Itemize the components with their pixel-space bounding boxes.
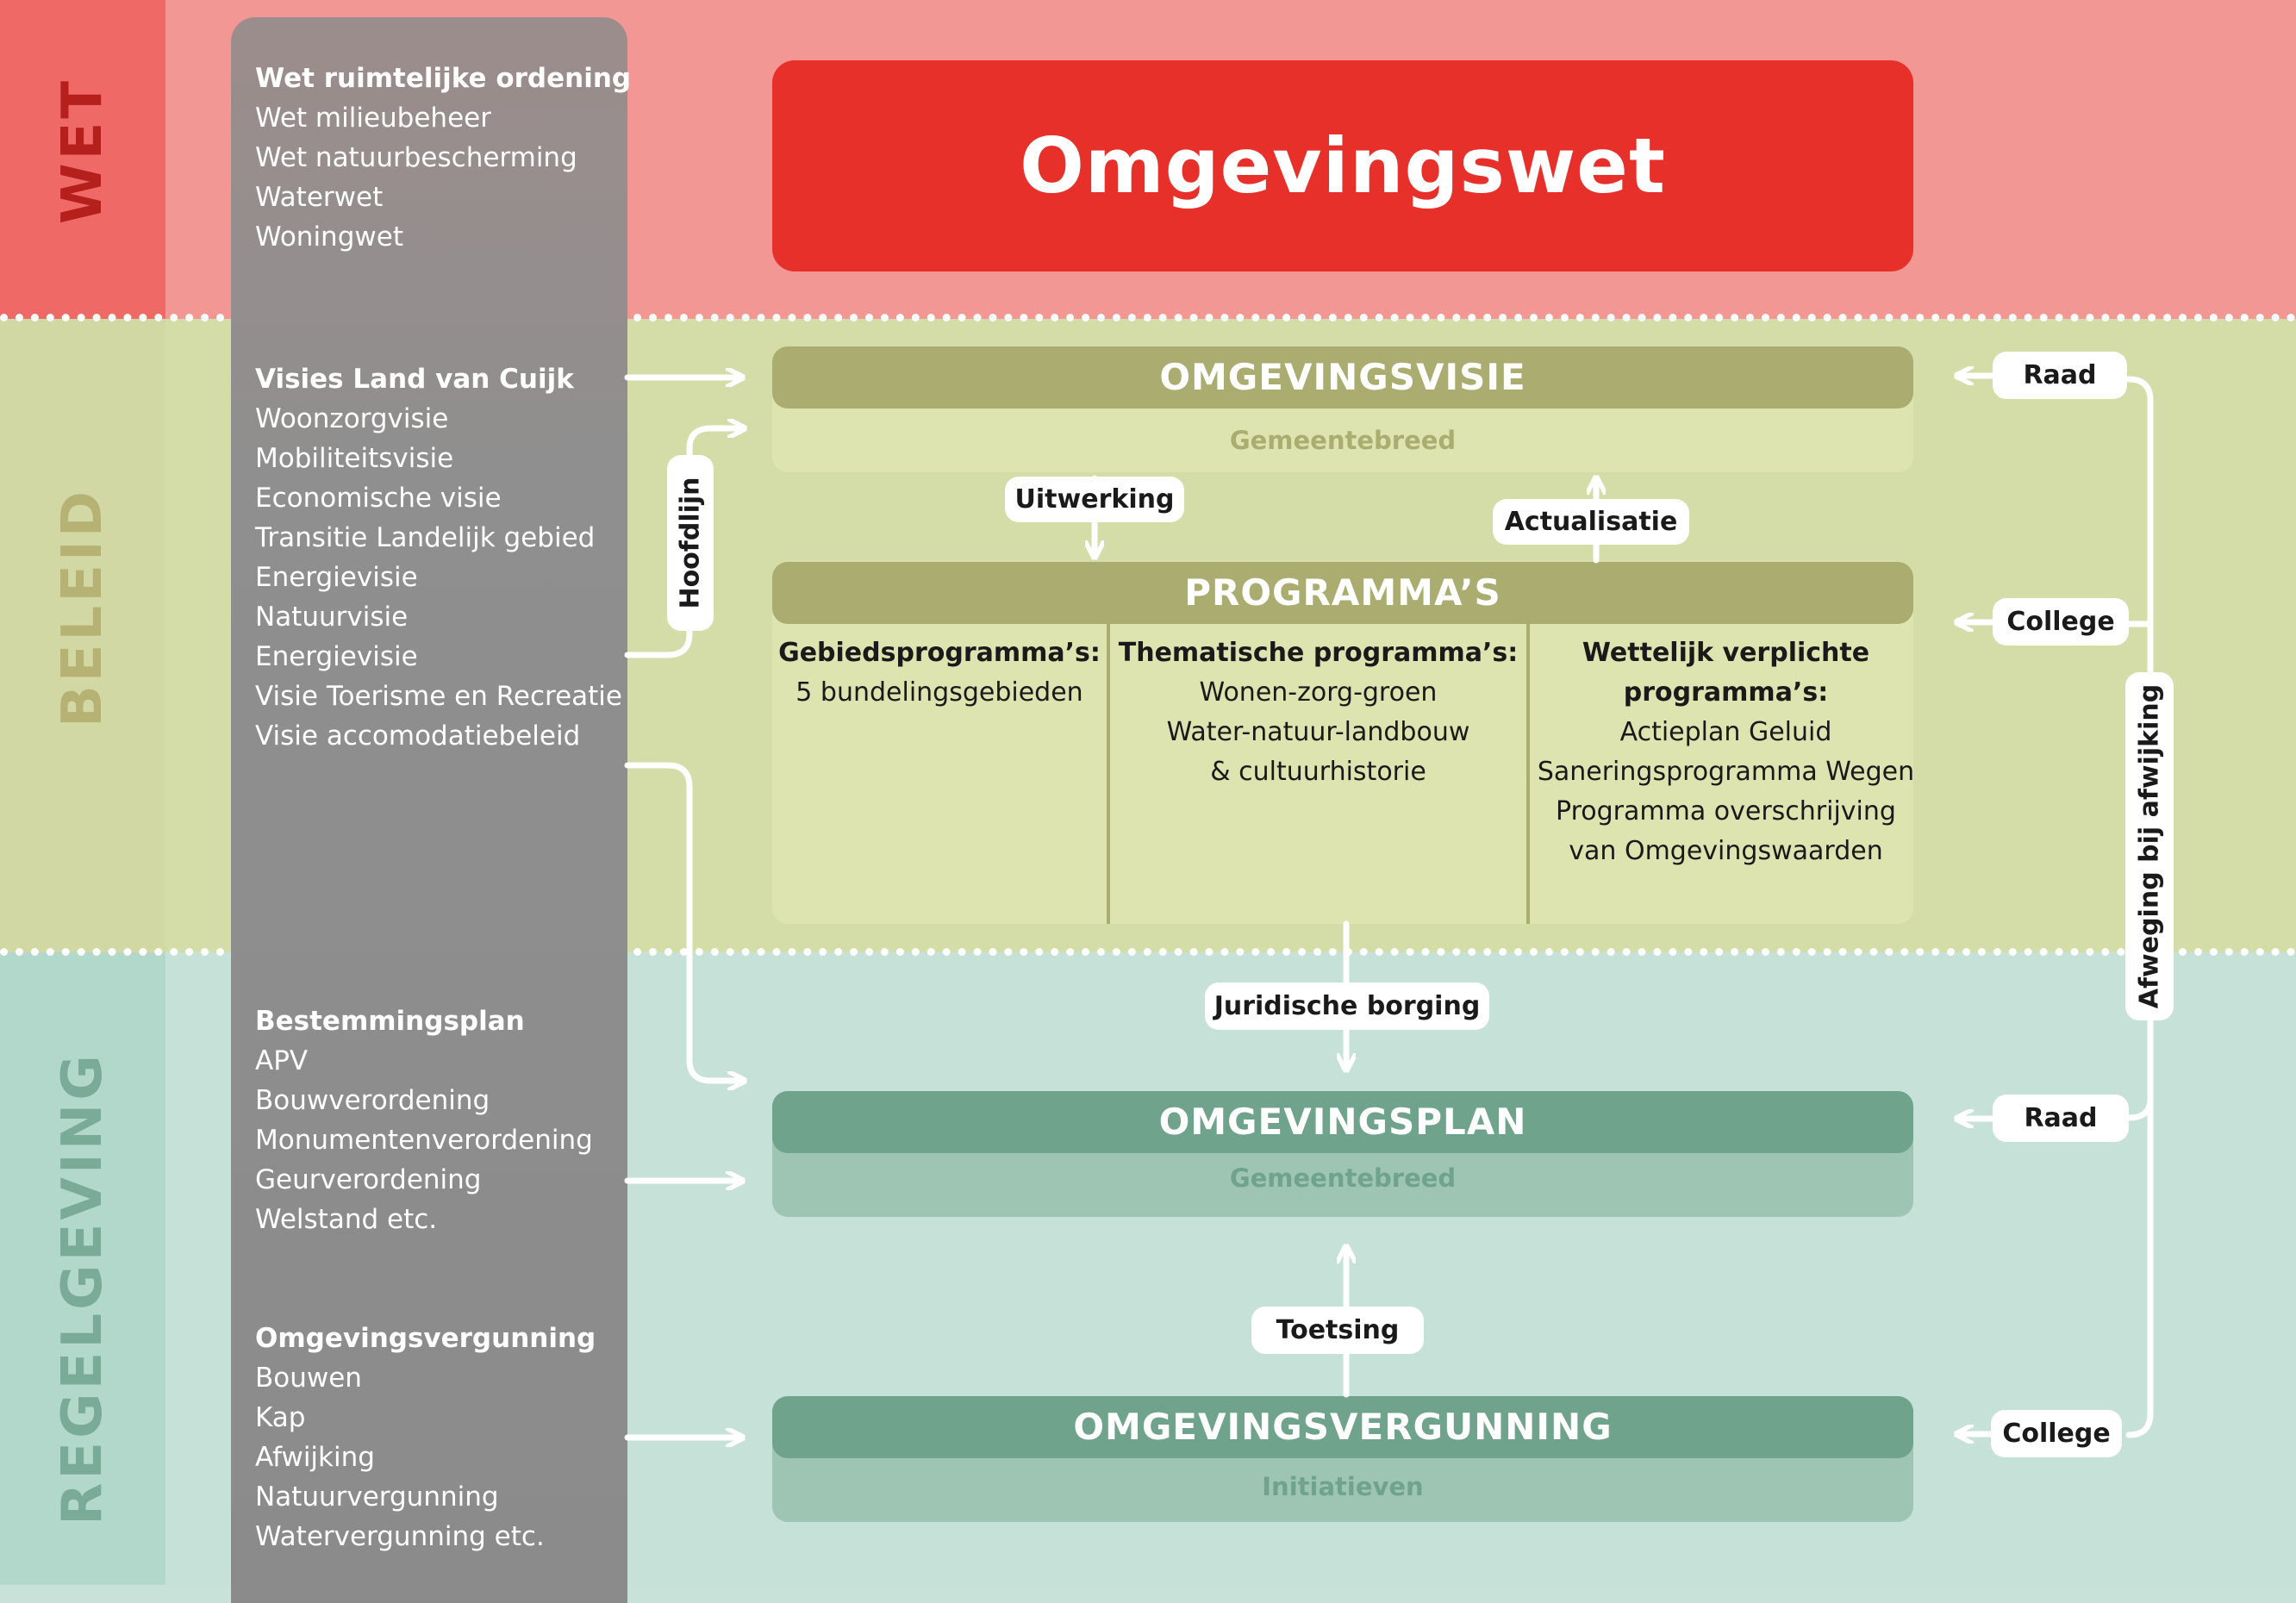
list-item: Geurverordening bbox=[255, 1164, 482, 1195]
list-item: Visie Toerisme en Recreatie bbox=[255, 681, 622, 712]
omgevingsvisie-header: OMGEVINGSVISIE bbox=[772, 346, 1913, 409]
beleid-list: Visies Land van Cuijk Woonzorgvisie Mobi… bbox=[255, 359, 622, 756]
gebiedsprogrammas-heading: Gebiedsprogramma’s: bbox=[778, 638, 1101, 668]
raad-label: Raad bbox=[1993, 1095, 2129, 1142]
regelgeving-label-column bbox=[0, 952, 165, 1585]
list-item: Visie accomodatiebeleid bbox=[255, 720, 581, 752]
raad-label: Raad bbox=[1993, 352, 2127, 399]
list-item: Afwijking bbox=[255, 1442, 375, 1473]
divider-wet-beleid bbox=[0, 314, 2296, 321]
hoofdlijn-label: Hoofdlijn bbox=[675, 477, 706, 609]
list-item: Natuurvergunning bbox=[255, 1481, 499, 1513]
wettelijke-programmas-heading: programma’s: bbox=[1623, 677, 1829, 708]
afweging-label-pill: Afweging bij afwijking bbox=[2125, 672, 2174, 1020]
omgevingsplan-header: OMGEVINGSPLAN bbox=[772, 1091, 1913, 1153]
programmas-title: PROGRAMMA’S bbox=[1184, 571, 1501, 614]
bestemmingsplan-list: Bestemmingsplan APV Bouwverordening Monu… bbox=[255, 1001, 593, 1239]
wettelijke-programmas-heading: Wettelijk verplichte bbox=[1582, 638, 1870, 668]
list-item: Transitie Landelijk gebied bbox=[255, 522, 596, 553]
list-item: van Omgevingswaarden bbox=[1569, 836, 1883, 866]
omgevingsplan-subtitle: Gemeentebreed bbox=[1229, 1163, 1457, 1193]
list-item: 5 bundelingsgebieden bbox=[795, 677, 1083, 708]
list-item: Wet milieubeheer bbox=[255, 103, 491, 134]
arrow-visies-to-plan bbox=[624, 762, 743, 1081]
afweging-raad-tick bbox=[2125, 1074, 2154, 1121]
omgevingsvergunning-subtitle: Initiatieven bbox=[1262, 1472, 1424, 1501]
actualisatie-label: Actualisatie bbox=[1493, 499, 1689, 545]
omgevingsvergunning-header: OMGEVINGSVERGUNNING bbox=[772, 1396, 1913, 1458]
beleid-list-heading: Visies Land van Cuijk bbox=[255, 364, 574, 395]
list-item: Wet natuurbescherming bbox=[255, 142, 577, 173]
thematische-programmas-heading: Thematische programma’s: bbox=[1118, 638, 1519, 668]
list-item: Actieplan Geluid bbox=[1619, 717, 1832, 747]
list-item: & cultuurhistorie bbox=[1210, 757, 1426, 787]
list-item: Woningwet bbox=[255, 221, 403, 253]
list-item: Bouwverordening bbox=[255, 1085, 490, 1116]
programmas-divider bbox=[1107, 624, 1110, 924]
list-item: Programma overschrijving bbox=[1556, 796, 1896, 826]
omgevingswet-box: Omgevingswet bbox=[772, 60, 1913, 271]
list-item: Kap bbox=[255, 1402, 306, 1433]
thematische-programmas: Thematische programma’s: Wonen-zorg-groe… bbox=[1110, 633, 1526, 792]
afweging-label: Afweging bij afwijking bbox=[2134, 683, 2165, 1009]
list-item: Saneringsprogramma Wegen bbox=[1537, 757, 1915, 787]
hoofdlijn-label-pill: Hoofdlijn bbox=[667, 455, 714, 631]
omgevingsvisie-title: OMGEVINGSVISIE bbox=[1159, 356, 1526, 398]
programmas-header: PROGRAMMA’S bbox=[772, 562, 1913, 624]
list-item: Energievisie bbox=[255, 562, 418, 593]
college-label: College bbox=[1991, 1410, 2122, 1457]
list-item: Monumentenverordening bbox=[255, 1125, 593, 1156]
beleid-label-column bbox=[0, 319, 165, 952]
list-item: APV bbox=[255, 1045, 309, 1076]
wet-list-heading: Wet ruimtelijke ordening bbox=[255, 63, 632, 94]
list-item: Mobiliteitsvisie bbox=[255, 443, 454, 474]
omgevingsvergunning-list: Omgevingsvergunning Bouwen Kap Afwijking… bbox=[255, 1319, 596, 1556]
divider-beleid-regelgeving bbox=[0, 948, 2296, 956]
toetsing-label: Toetsing bbox=[1251, 1307, 1424, 1354]
wettelijke-programmas: Wettelijk verplichte programma’s: Actiep… bbox=[1530, 633, 1922, 871]
wet-label-column bbox=[0, 0, 165, 319]
list-item: Welstand etc. bbox=[255, 1204, 438, 1235]
list-item: Energievisie bbox=[255, 641, 418, 672]
omgevingswet-title: Omgevingswet bbox=[1020, 122, 1666, 210]
list-item: Water-natuur-landbouw bbox=[1166, 717, 1470, 747]
uitwerking-label: Uitwerking bbox=[1005, 477, 1184, 522]
college-label: College bbox=[1993, 598, 2129, 646]
source-column bbox=[231, 17, 627, 1603]
list-item: Bouwen bbox=[255, 1363, 362, 1394]
bestemmingsplan-list-heading: Bestemmingsplan bbox=[255, 1006, 525, 1037]
programmas-divider bbox=[1526, 624, 1530, 924]
omgevingsvergunning-list-heading: Omgevingsvergunning bbox=[255, 1323, 596, 1354]
list-item: Natuurvisie bbox=[255, 602, 409, 633]
list-item: Woonzorgvisie bbox=[255, 403, 449, 434]
list-item: Economische visie bbox=[255, 483, 502, 514]
list-item: Wonen-zorg-groen bbox=[1199, 677, 1438, 708]
omgevingsvisie-subtitle: Gemeentebreed bbox=[1229, 426, 1457, 455]
omgevingsvergunning-title: OMGEVINGSVERGUNNING bbox=[1073, 1406, 1613, 1448]
wet-list: Wet ruimtelijke ordening Wet milieubehee… bbox=[255, 59, 631, 257]
list-item: Watervergunning etc. bbox=[255, 1521, 545, 1552]
gebiedsprogrammas: Gebiedsprogramma’s: 5 bundelingsgebieden bbox=[772, 633, 1107, 713]
omgevingsplan-title: OMGEVINGSPLAN bbox=[1158, 1101, 1527, 1143]
list-item: Waterwet bbox=[255, 182, 384, 213]
juridische-borging-label: Juridische borging bbox=[1205, 982, 1489, 1030]
